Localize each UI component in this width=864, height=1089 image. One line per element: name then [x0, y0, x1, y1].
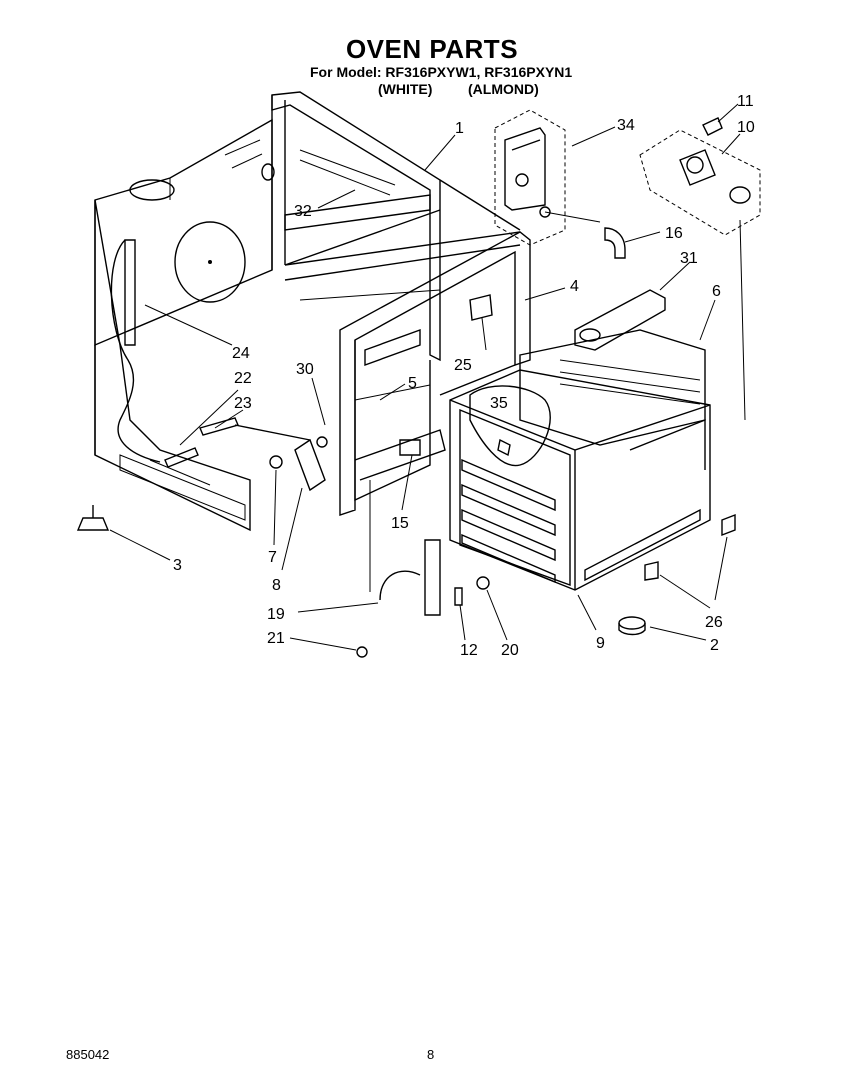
callout-23: 23: [234, 395, 252, 412]
callout-2: 2: [710, 637, 719, 654]
callout-4: 4: [570, 278, 579, 295]
ignitor-assembly: [639, 117, 761, 421]
callout-31: 31: [680, 250, 698, 267]
model-line: For Model: RF316PXYW1, RF316PXYN1: [310, 64, 573, 80]
callout-8: 8: [272, 577, 281, 594]
footer-part-code: 885042: [66, 1047, 110, 1062]
callout-34: 34: [617, 117, 635, 134]
callout-9: 9: [596, 635, 605, 652]
callout-35: 35: [490, 395, 508, 412]
callout-30: 30: [296, 361, 314, 378]
callout-7: 7: [268, 549, 277, 566]
callout-15: 15: [391, 515, 409, 532]
callout-20: 20: [501, 642, 519, 659]
callout-22: 22: [234, 370, 252, 387]
bracket-assembly: [494, 109, 601, 246]
callout-26: 26: [705, 614, 723, 631]
page-number: 8: [427, 1047, 435, 1062]
side-panel: [94, 118, 275, 532]
callout-10: 10: [737, 119, 755, 136]
callout-1: 1: [455, 120, 464, 137]
small-hardware: [76, 294, 736, 658]
callout-5: 5: [408, 375, 417, 392]
callout-21: 21: [267, 630, 285, 647]
page-title: OVEN PARTS: [345, 34, 519, 64]
oven-cavity: [449, 369, 711, 591]
callout-25: 25: [454, 357, 472, 374]
callout-3: 3: [173, 557, 182, 574]
callout-24: 24: [232, 345, 250, 362]
callout-16: 16: [665, 225, 683, 242]
rear-frame: [271, 91, 521, 362]
variant-white: (WHITE): [378, 81, 433, 97]
callout-12: 12: [460, 642, 478, 659]
rack: [519, 329, 706, 470]
front-frame: [339, 231, 531, 516]
callout-6: 6: [712, 283, 721, 300]
leader-lines: [109, 103, 741, 651]
callout-labels: 1 2 3 4 5 6 7 8 9 10 11 12 15 16 19 20 2…: [173, 93, 755, 659]
callout-11: 11: [737, 93, 754, 110]
tube: [604, 227, 626, 259]
callout-19: 19: [267, 606, 285, 623]
callout-32: 32: [294, 203, 312, 220]
variant-almond: (ALMOND): [468, 81, 539, 97]
